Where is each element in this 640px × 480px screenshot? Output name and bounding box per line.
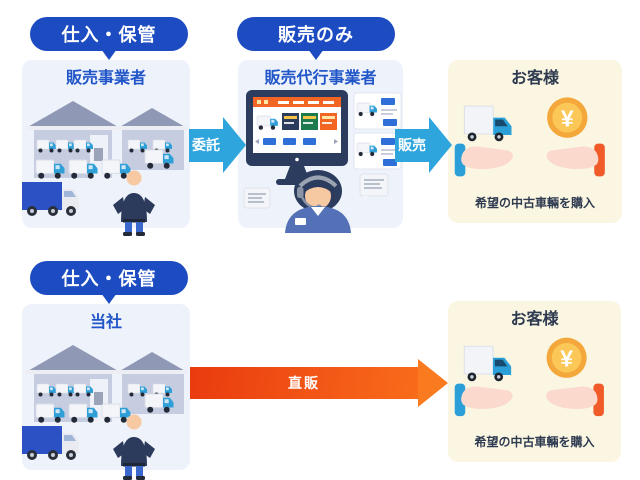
sales-arrow-head bbox=[429, 117, 452, 173]
purchase-storage-badge-top: 仕入・保管 bbox=[30, 17, 188, 60]
seller-box-title: 販売事業者 bbox=[65, 70, 146, 87]
customer-box-top: お客様 希望の中古車輛を購入 bbox=[448, 60, 622, 223]
purchase-storage-badge-bottom: 仕入・保管 bbox=[30, 261, 188, 304]
sales-arrow-label: 販売 bbox=[395, 128, 429, 162]
direct-sales-arrow-label: 直販 bbox=[190, 367, 418, 399]
sales-only-badge: 販売のみ bbox=[237, 17, 395, 60]
consignment-arrow-label: 委託 bbox=[189, 128, 223, 162]
consignment-arrow: 委託 bbox=[189, 117, 246, 173]
sales-only-badge-label: 販売のみ bbox=[278, 25, 354, 45]
customer-box-top-title: お客様 bbox=[510, 70, 559, 87]
company-box-title: 当社 bbox=[89, 314, 122, 331]
purchase-storage-badge-bottom-label: 仕入・保管 bbox=[61, 269, 157, 289]
direct-sales-arrow-head bbox=[418, 359, 448, 407]
customer-hands-illustration bbox=[448, 329, 621, 433]
agency-box: 販売代行事業者 bbox=[238, 60, 403, 228]
sales-arrow: 販売 bbox=[395, 117, 452, 173]
agency-box-title: 販売代行事業者 bbox=[264, 70, 377, 87]
warehouse-illustration bbox=[22, 332, 190, 472]
customer-hands-illustration bbox=[448, 88, 622, 194]
customer-box-bottom: お客様 希望の中古車輛を購入 bbox=[448, 301, 621, 462]
direct-sales-arrow: 直販 bbox=[190, 359, 448, 407]
purchase-storage-badge-top-label: 仕入・保管 bbox=[61, 25, 157, 45]
company-box: 当社 bbox=[22, 304, 190, 470]
customer-box-bottom-title: お客様 bbox=[510, 311, 559, 328]
seller-box: 販売事業者 bbox=[22, 60, 190, 228]
sales-agent-illustration bbox=[238, 88, 403, 233]
customer-box-bottom-caption: 希望の中古車輛を購入 bbox=[474, 435, 595, 449]
customer-box-top-caption: 希望の中古車輛を購入 bbox=[474, 196, 595, 210]
consignment-arrow-head bbox=[223, 117, 246, 173]
warehouse-illustration bbox=[22, 88, 190, 228]
